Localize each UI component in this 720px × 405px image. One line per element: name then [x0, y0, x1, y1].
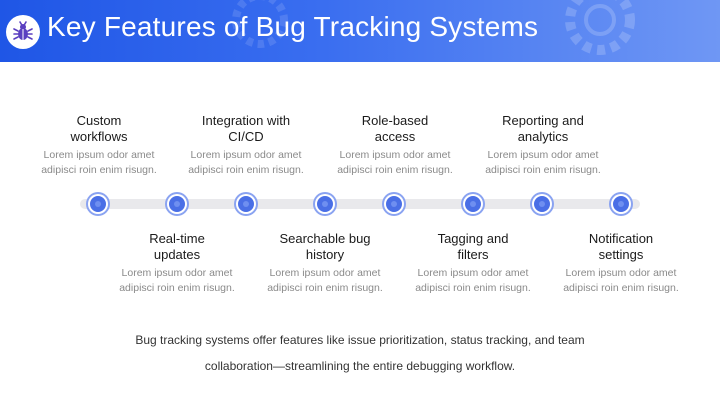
timeline-dot [534, 196, 550, 212]
timeline-dot [317, 196, 333, 212]
feature-title: Role-based access [361, 113, 429, 144]
gear-decoration-icon [565, 0, 635, 55]
feature-title: Custom workflows [70, 113, 128, 144]
feature-description: Lorem ipsum odor amet adipisci roin enim… [485, 149, 601, 176]
page-title: Key Features of Bug Tracking Systems [47, 11, 539, 42]
feature-description: Lorem ipsum odor amet adipisci roin enim… [119, 267, 235, 294]
timeline-track [80, 199, 640, 209]
timeline-dot [238, 196, 254, 212]
header-banner: Key Features of Bug Tracking Systems [0, 0, 720, 62]
feature-tagging-filters: Tagging and filters Lorem ipsum odor ame… [398, 231, 548, 296]
summary-line: Bug tracking systems offer features like… [135, 333, 585, 347]
feature-description: Lorem ipsum odor amet adipisci roin enim… [415, 267, 531, 294]
feature-custom-workflows: Custom workflows Lorem ipsum odor amet a… [24, 113, 174, 178]
feature-title: Tagging and filters [437, 231, 509, 262]
bug-logo [6, 15, 40, 49]
feature-title: Integration with CI/CD [201, 113, 291, 144]
summary-text: Bug tracking systems offer features like… [60, 327, 660, 379]
feature-reporting-analytics: Reporting and analytics Lorem ipsum odor… [468, 113, 618, 178]
feature-title: Notification settings [588, 231, 654, 262]
feature-searchable-bug-history: Searchable bug history Lorem ipsum odor … [250, 231, 400, 296]
summary-line: collaboration—streamlining the entire de… [204, 359, 516, 373]
feature-description: Lorem ipsum odor amet adipisci roin enim… [267, 267, 383, 294]
timeline-dot [386, 196, 402, 212]
feature-title: Searchable bug history [279, 231, 371, 262]
gear-decoration-icon [232, 0, 288, 48]
timeline-dot [465, 196, 481, 212]
feature-description: Lorem ipsum odor amet adipisci roin enim… [337, 149, 453, 176]
feature-description: Lorem ipsum odor amet adipisci roin enim… [563, 267, 679, 294]
feature-integration-ci-cd: Integration with CI/CD Lorem ipsum odor … [171, 113, 321, 178]
timeline-dot [613, 196, 629, 212]
feature-title: Real-time updates [149, 231, 205, 262]
timeline-dot [169, 196, 185, 212]
feature-title: Reporting and analytics [502, 113, 584, 144]
bug-icon [13, 21, 33, 40]
feature-notification-settings: Notification settings Lorem ipsum odor a… [546, 231, 696, 296]
feature-real-time-updates: Real-time updates Lorem ipsum odor amet … [102, 231, 252, 296]
feature-description: Lorem ipsum odor amet adipisci roin enim… [188, 149, 304, 176]
feature-role-based-access: Role-based access Lorem ipsum odor amet … [320, 113, 470, 178]
timeline-dot [90, 196, 106, 212]
feature-description: Lorem ipsum odor amet adipisci roin enim… [41, 149, 157, 176]
